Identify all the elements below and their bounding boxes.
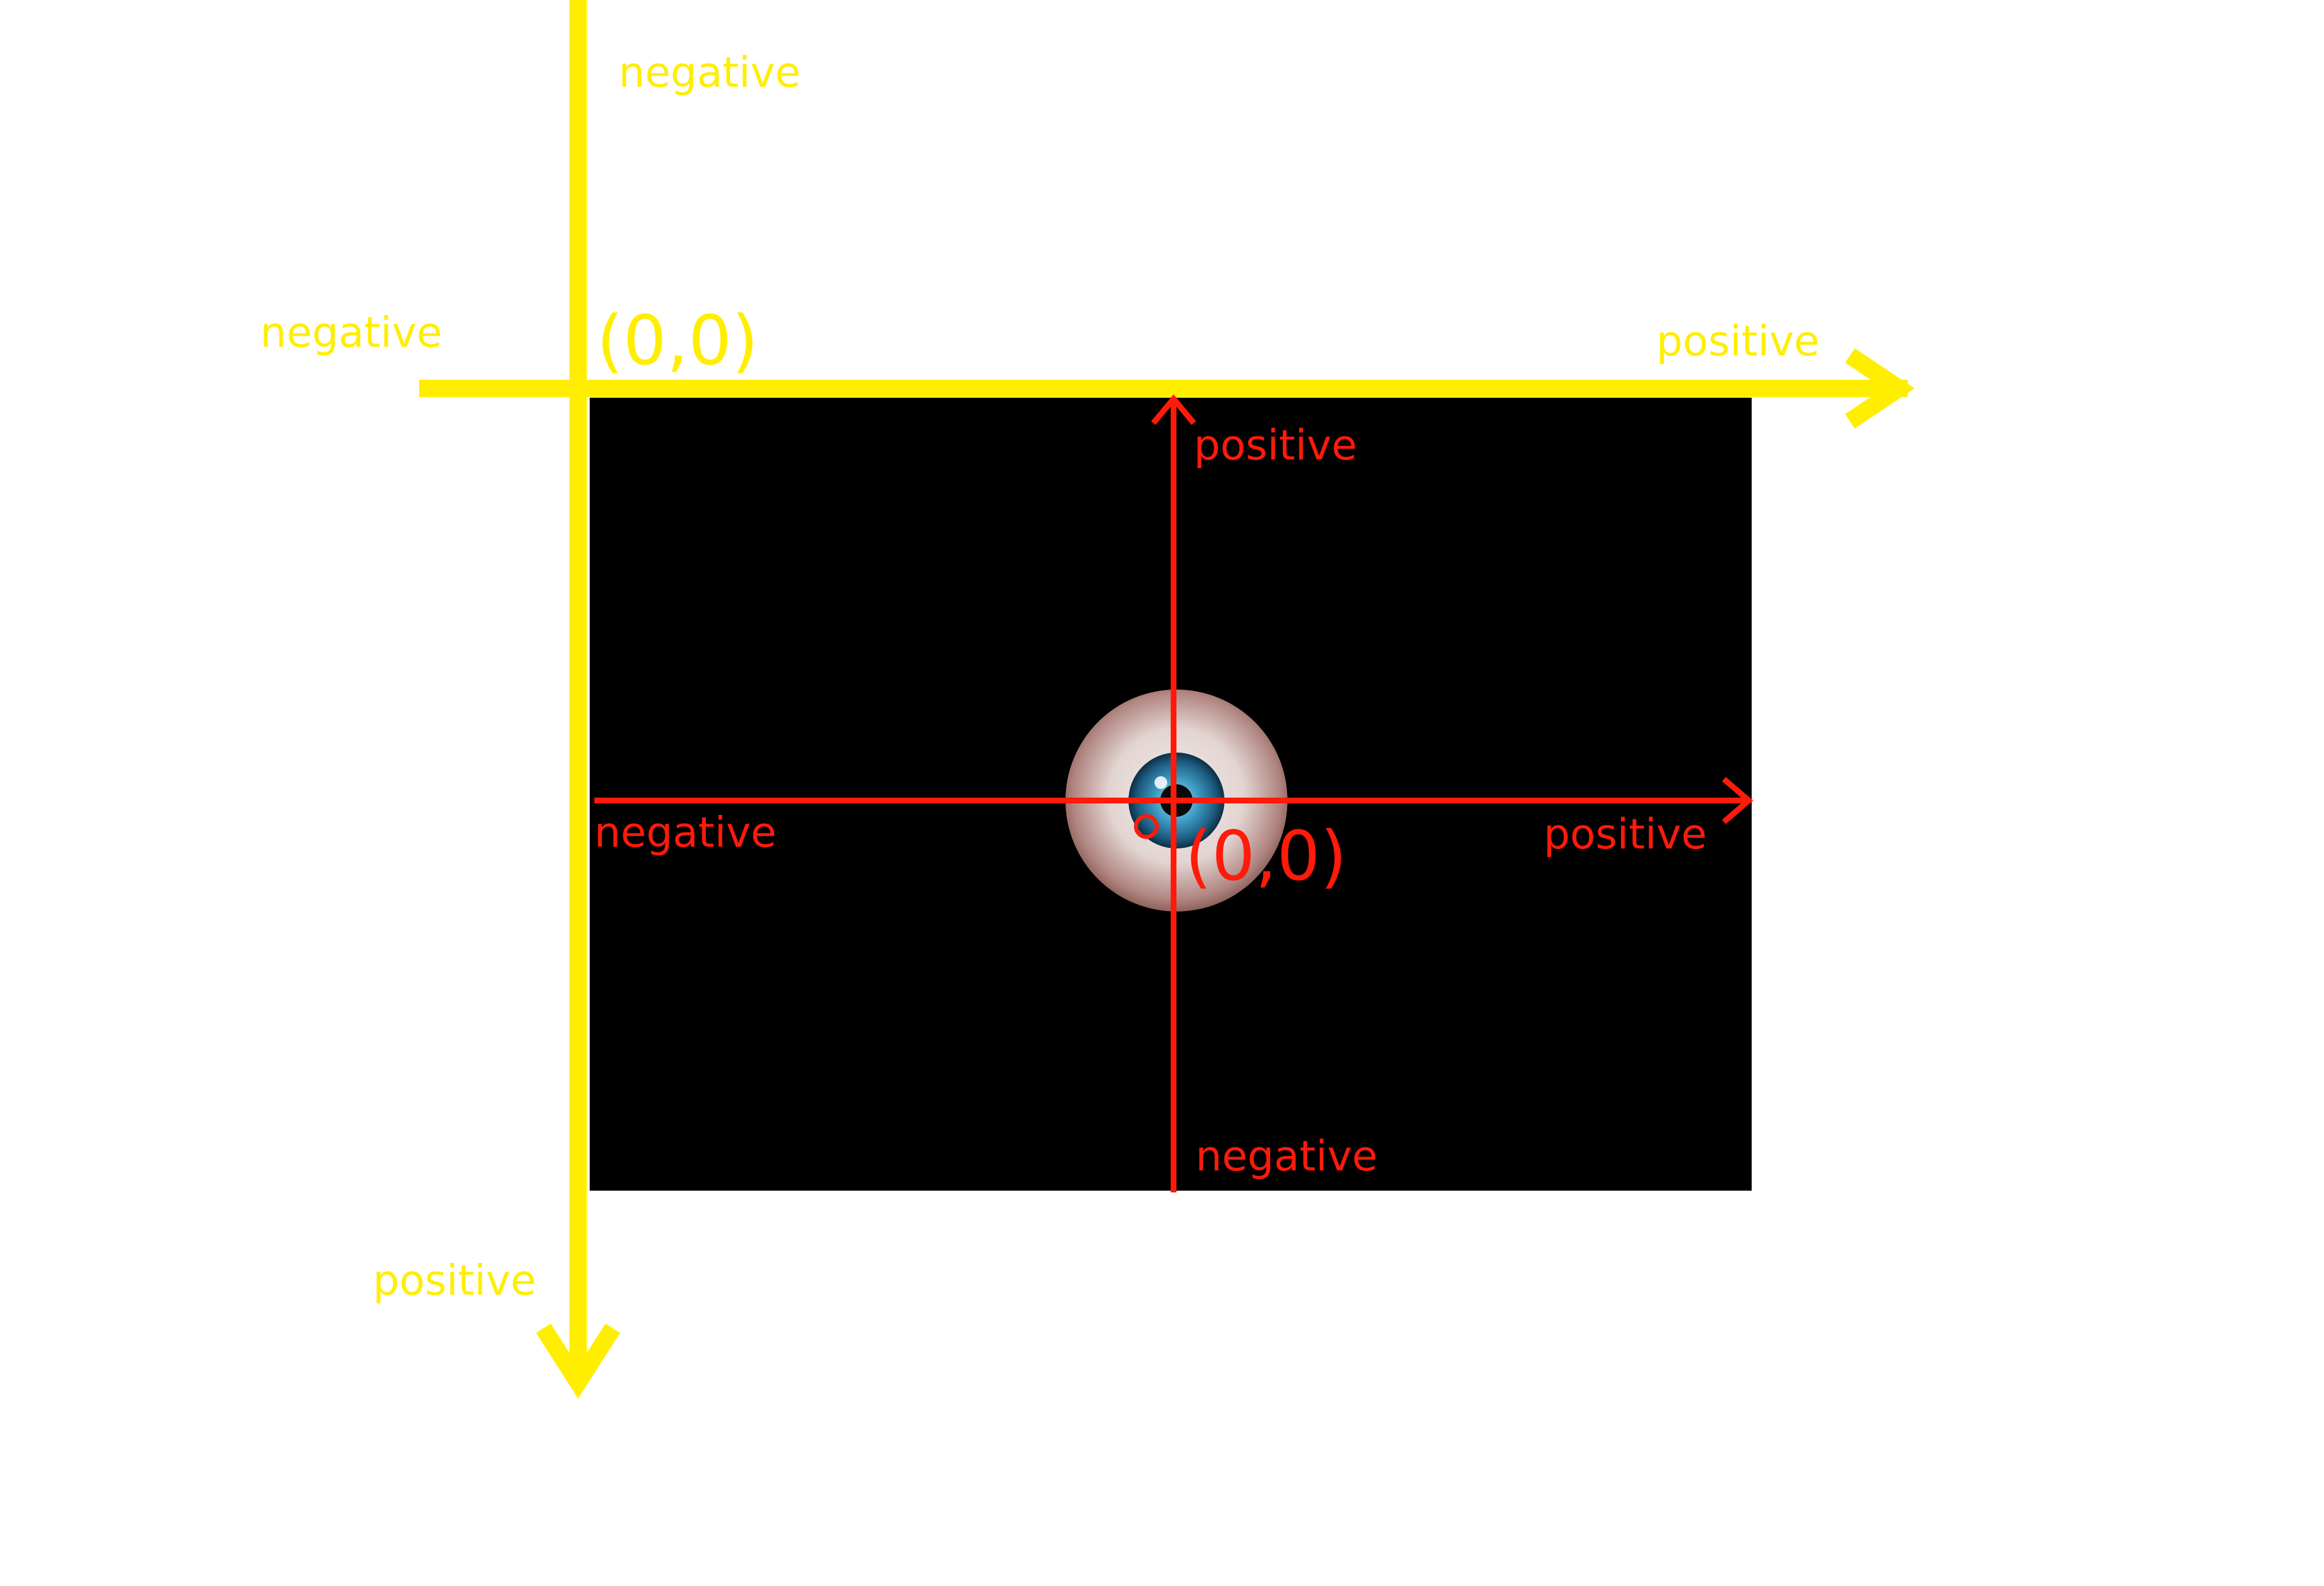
screen-x-arrowhead (1845, 348, 1915, 429)
local-origin-label: (0,0) (1185, 816, 1347, 896)
screen-axes (419, 0, 1915, 1399)
screen-y-arrowhead (536, 1323, 620, 1399)
screen-x-negative-label: negative (260, 308, 442, 357)
screen-origin-label: (0,0) (597, 301, 758, 380)
local-y-arrowhead (1151, 394, 1196, 425)
screen-y-negative-label: negative (619, 48, 801, 97)
local-axes (594, 394, 1753, 1192)
local-y-positive-label: positive (1194, 421, 1357, 469)
local-y-negative-label: negative (1196, 1132, 1378, 1180)
screen-x-positive-label: positive (1656, 317, 1819, 365)
local-x-positive-label: positive (1544, 810, 1707, 858)
local-origin-marker (1134, 814, 1159, 839)
local-x-negative-label: negative (594, 808, 776, 857)
local-x-arrowhead (1722, 777, 1753, 824)
screen-y-positive-label: positive (373, 1256, 536, 1305)
